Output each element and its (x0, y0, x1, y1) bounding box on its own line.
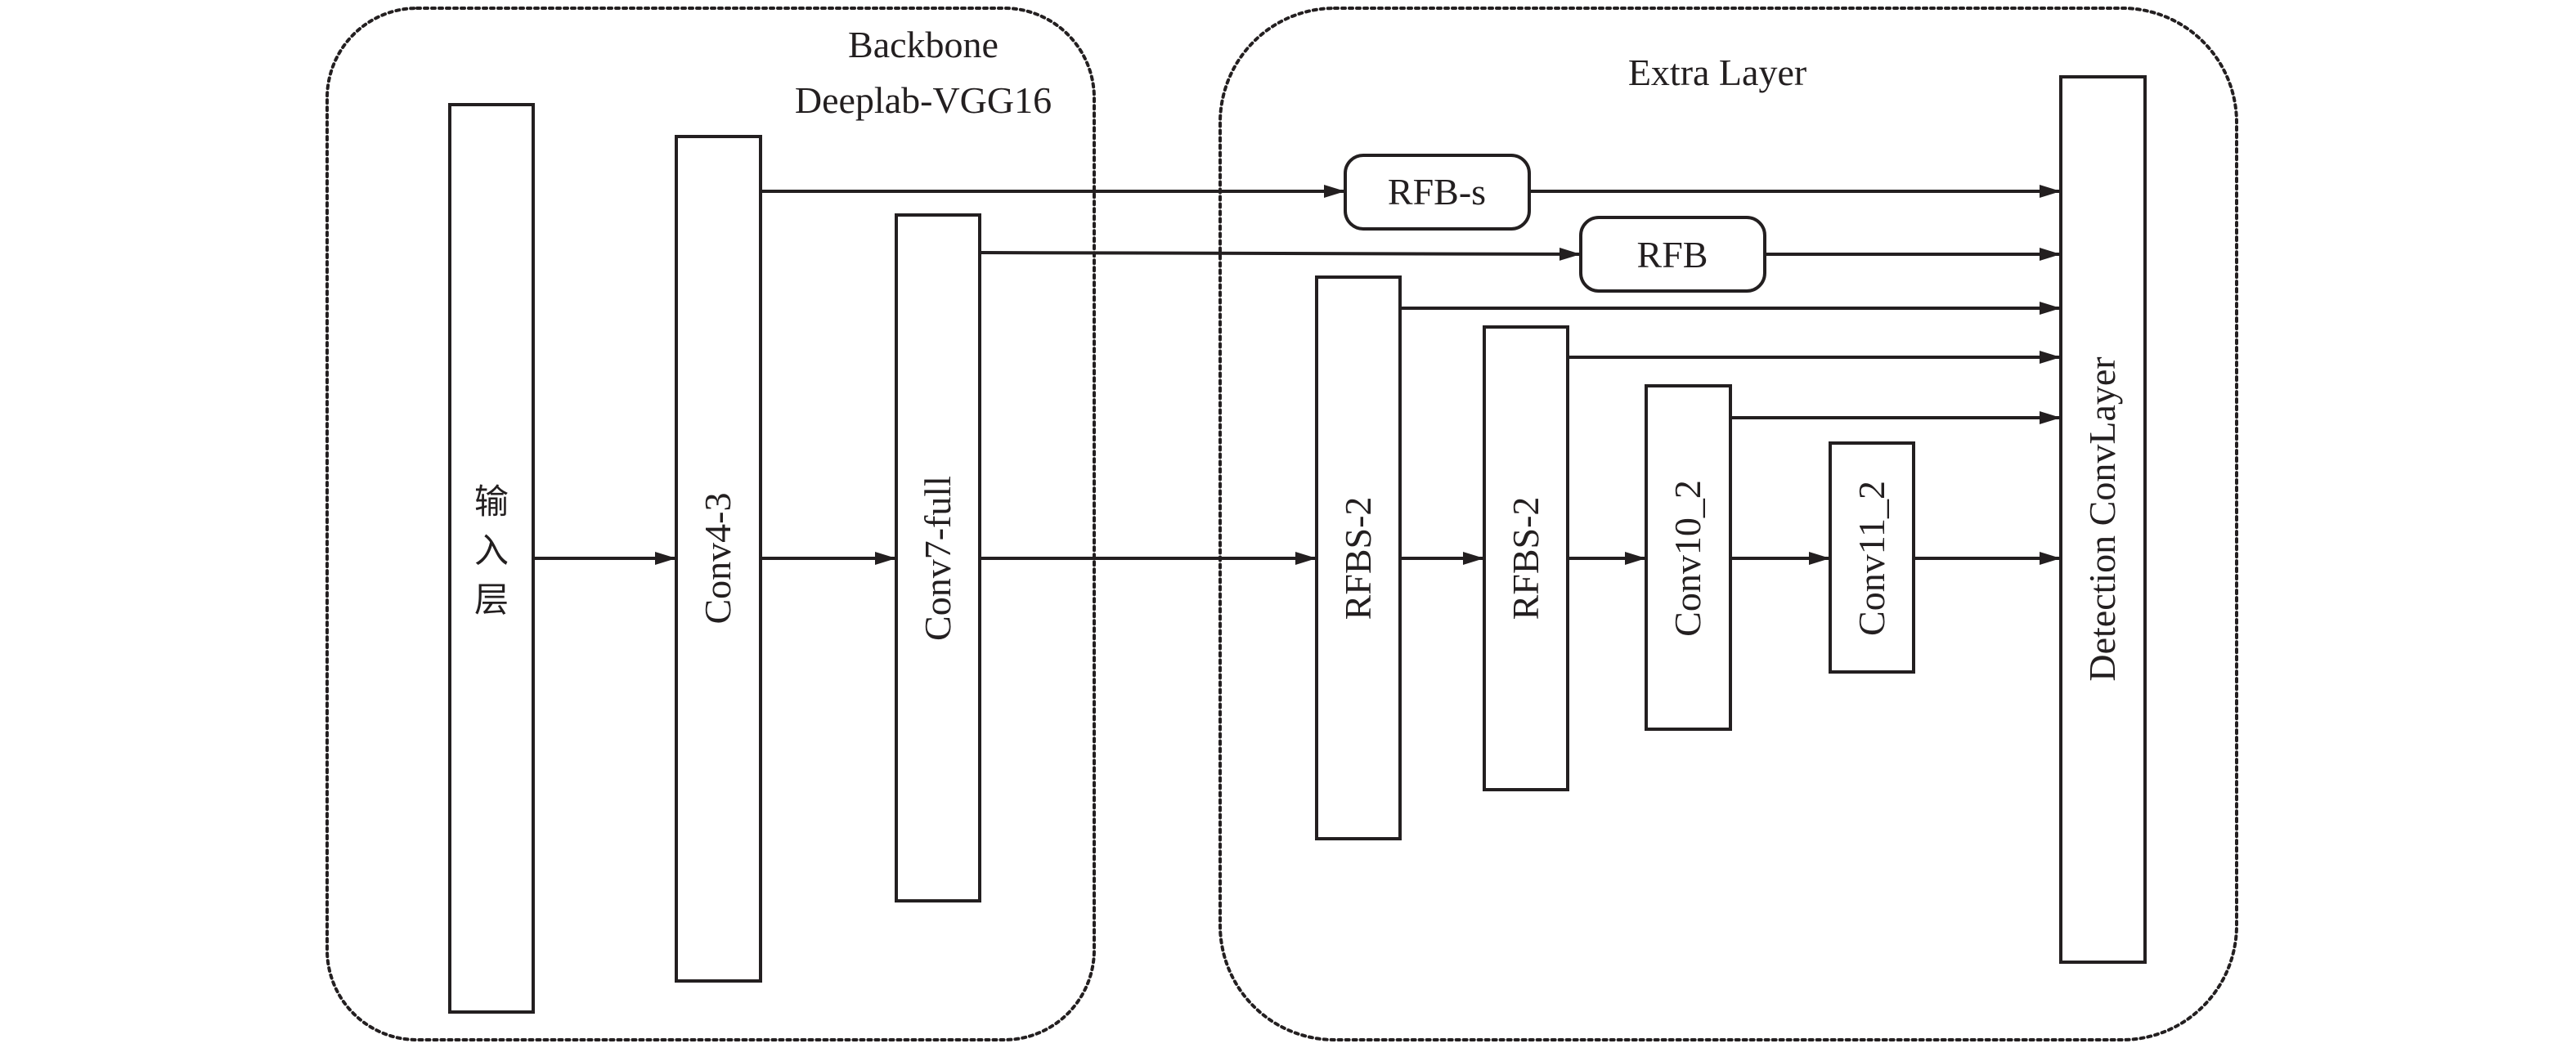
conv10-2-label: Conv10_2 (1667, 480, 1708, 637)
extra-layer-container-border (1218, 7, 2238, 1041)
backbone-container-border (325, 7, 1096, 1041)
conv7-full-box (895, 213, 981, 902)
conv7-full-label: Conv7-full (917, 476, 958, 641)
input-layer-label-char-2: 入 (474, 531, 509, 571)
detection-convlayer-box (2059, 75, 2147, 964)
layer-conv4-3: Conv4-3 (675, 135, 762, 983)
extra-layer-title: Extra Layer (1628, 52, 1806, 93)
arrow-conv7-full-to-rfb (979, 247, 1582, 261)
layer-conv10-2: Conv10_2 (1645, 384, 1732, 731)
rfbs2-b-label: RFBS-2 (1505, 497, 1546, 620)
conv4-3-box (675, 135, 762, 983)
backbone-title-line2: Deeplab-VGG16 (795, 79, 1052, 121)
rfb-label: RFB (1637, 234, 1708, 275)
layer-rfbs2-b: RFBS-2 (1483, 325, 1569, 791)
module-rfb-s: RFB-s (1344, 154, 1531, 231)
rfb-s-box (1344, 154, 1531, 231)
rfb-s-label: RFB-s (1388, 171, 1486, 213)
layer-input: 输 入 层 (448, 103, 535, 1014)
input-layer-label-char-3: 层 (474, 580, 509, 620)
rfbs2-b-box (1483, 325, 1569, 791)
layer-detection: Detection ConvLayer (2059, 75, 2147, 964)
detection-convlayer-label: Detection ConvLayer (2081, 356, 2123, 681)
backbone-group: Backbone Deeplab-VGG16 (325, 7, 1096, 1041)
conv11-2-label: Conv11_2 (1851, 481, 1892, 636)
rfbs2-a-box (1315, 275, 1402, 840)
layer-conv11-2: Conv11_2 (1829, 441, 1915, 674)
rfbs2-a-label: RFBS-2 (1337, 497, 1379, 620)
rfb-box (1579, 216, 1766, 293)
conv4-3-label: Conv4-3 (697, 493, 738, 625)
module-rfb: RFB (1579, 216, 1766, 293)
backbone-title-line1: Backbone (848, 24, 999, 65)
extra-layer-group: Extra Layer (1218, 7, 2238, 1041)
input-layer-box (448, 103, 535, 1014)
layer-rfbs2-a: RFBS-2 (1315, 275, 1402, 840)
input-layer-label-char-1: 输 (474, 481, 509, 522)
connectors (533, 185, 2061, 565)
conv10-2-box (1645, 384, 1732, 731)
layer-conv7-full: Conv7-full (895, 213, 981, 902)
conv11-2-box (1829, 441, 1915, 674)
